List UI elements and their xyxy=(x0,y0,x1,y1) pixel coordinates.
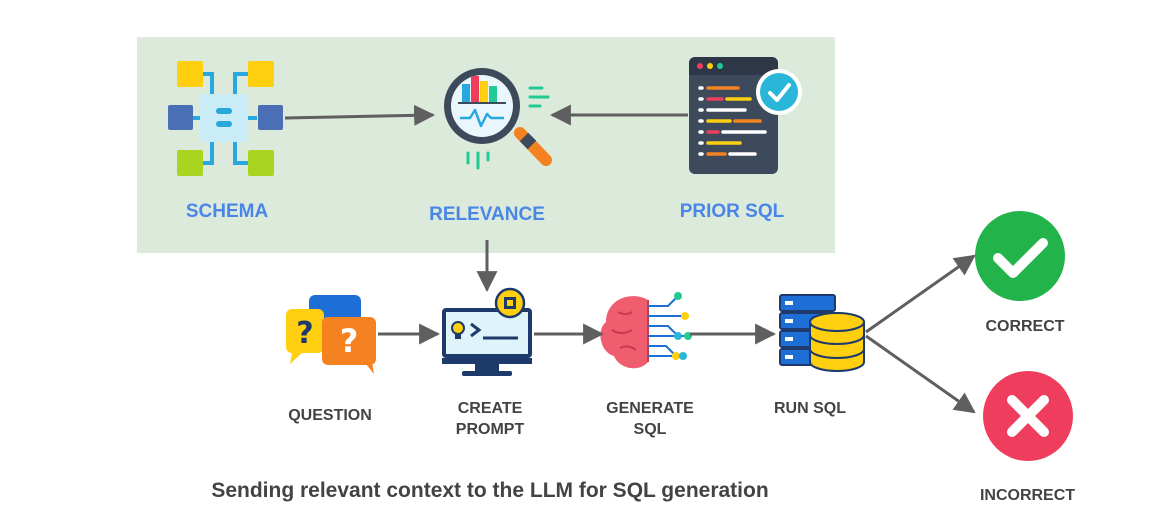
svg-text:?: ? xyxy=(340,322,359,360)
run-sql-database-icon xyxy=(779,294,865,372)
diagram-caption: Sending relevant context to the LLM for … xyxy=(211,479,769,502)
incorrect-label: INCORRECT xyxy=(979,487,1076,504)
svg-text:?: ? xyxy=(296,316,313,351)
create-prompt-monitor-icon xyxy=(442,287,532,376)
run-sql-label: RUN SQL xyxy=(774,400,846,417)
question-bubbles-icon: ? ? xyxy=(286,295,376,374)
create-prompt-label: CREATE PROMPT xyxy=(455,400,525,438)
arrow-run-to-incorrect xyxy=(865,334,976,414)
prior-sql-code-icon xyxy=(689,57,802,174)
generate-sql-label: GENERATE SQL xyxy=(606,400,694,438)
schema-label: SCHEMA xyxy=(185,201,269,222)
schema-icon xyxy=(168,61,283,176)
correct-check-icon xyxy=(975,211,1065,301)
generate-sql-brain-icon xyxy=(600,292,692,369)
relevance-label: RELEVANCE xyxy=(429,204,545,225)
correct-label: CORRECT xyxy=(985,318,1065,335)
prior-sql-label: PRIOR SQL xyxy=(679,201,785,222)
incorrect-x-icon xyxy=(983,371,1073,461)
arrow-run-to-correct xyxy=(865,254,976,334)
arrow-schema-to-relevance xyxy=(284,104,436,126)
question-label: QUESTION xyxy=(288,407,372,424)
relevance-magnifier-icon xyxy=(444,68,552,170)
